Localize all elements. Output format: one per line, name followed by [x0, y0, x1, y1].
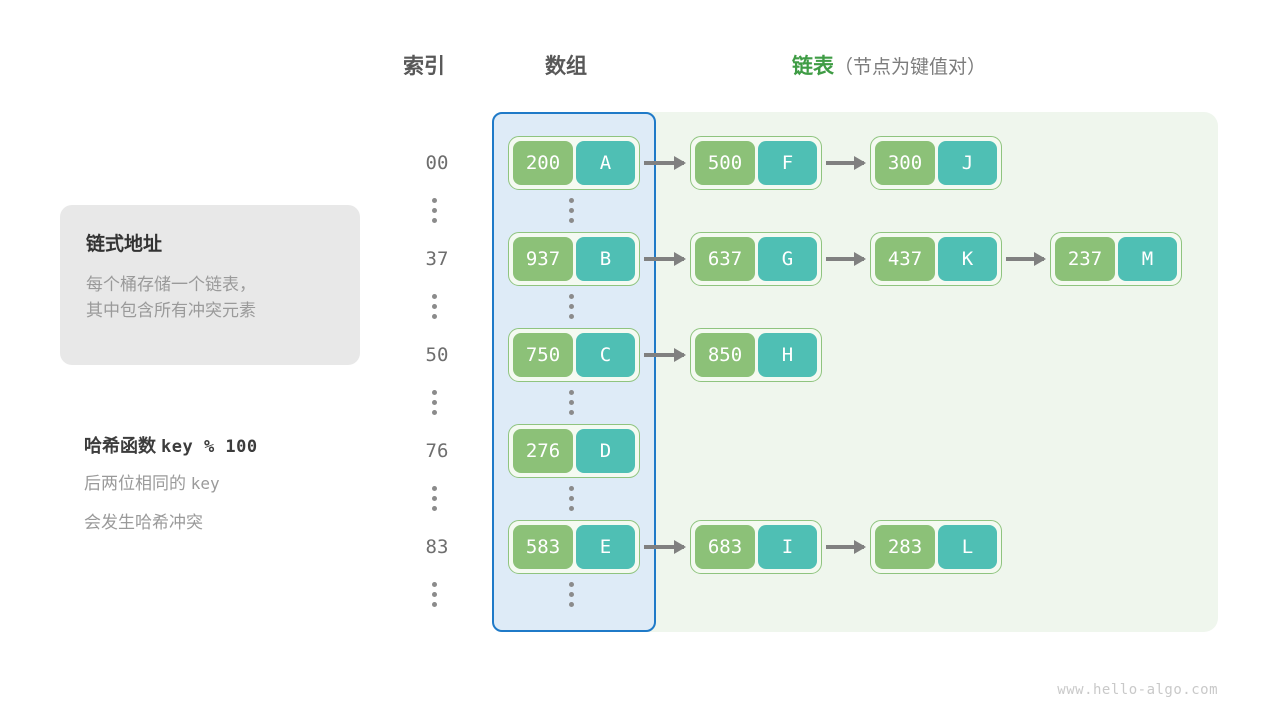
row-index-label: 00	[425, 152, 449, 174]
vertical-ellipsis	[432, 294, 442, 320]
node-value: M	[1118, 237, 1177, 281]
watermark: www.hello-algo.com	[1057, 682, 1218, 698]
hash-note-line-1-code: key	[190, 474, 220, 493]
node-value: C	[576, 333, 635, 377]
node-key: 200	[513, 141, 573, 185]
vertical-ellipsis	[569, 486, 579, 512]
node-value: J	[938, 141, 997, 185]
node-key: 850	[695, 333, 755, 377]
note-card-chaining: 链式地址 每个桶存储一个链表， 其中包含所有冲突元素	[60, 205, 360, 365]
vertical-ellipsis	[569, 294, 579, 320]
vertical-ellipsis	[432, 486, 442, 512]
chain-arrow	[826, 540, 866, 554]
node-key: 750	[513, 333, 573, 377]
row-index-label: 83	[425, 536, 449, 558]
note-card-line-2: 其中包含所有冲突元素	[86, 301, 256, 321]
vertical-ellipsis	[432, 390, 442, 416]
node-key: 300	[875, 141, 935, 185]
hash-note-line-1-text: 后两位相同的	[84, 474, 186, 493]
chain-arrow	[644, 348, 686, 362]
node-key: 683	[695, 525, 755, 569]
hash-function-note: 哈希函数 key % 100 后两位相同的 key 会发生哈希冲突	[84, 432, 414, 536]
vertical-ellipsis	[432, 198, 442, 224]
column-headers: 索引 数组 链表（节点为键值对）	[0, 50, 1280, 90]
node-value: K	[938, 237, 997, 281]
header-linkedlist-sub: （节点为键值对）	[834, 57, 987, 78]
hash-note-line-1: 后两位相同的 key	[84, 470, 414, 497]
node-key: 437	[875, 237, 935, 281]
node-value: E	[576, 525, 635, 569]
node-value: D	[576, 429, 635, 473]
hash-function-title: 哈希函数 key % 100	[84, 432, 414, 458]
vertical-ellipsis	[569, 390, 579, 416]
chain-arrow	[644, 252, 686, 266]
header-array: 数组	[545, 55, 587, 78]
node-value: G	[758, 237, 817, 281]
row-index-label: 50	[425, 344, 449, 366]
vertical-ellipsis	[569, 582, 579, 608]
node-key: 637	[695, 237, 755, 281]
row-index-label: 37	[425, 248, 449, 270]
node-value: A	[576, 141, 635, 185]
node-key: 937	[513, 237, 573, 281]
header-linkedlist: 链表（节点为键值对）	[792, 50, 986, 80]
node-value: F	[758, 141, 817, 185]
header-index: 索引	[403, 55, 445, 78]
row-index-label: 76	[425, 440, 449, 462]
node-key: 276	[513, 429, 573, 473]
node-value: L	[938, 525, 997, 569]
node-key: 583	[513, 525, 573, 569]
note-card-title: 链式地址	[86, 234, 163, 255]
node-key: 237	[1055, 237, 1115, 281]
node-key: 283	[875, 525, 935, 569]
node-value: B	[576, 237, 635, 281]
chain-arrow	[644, 540, 686, 554]
node-value: H	[758, 333, 817, 377]
note-card-line-1: 每个桶存储一个链表，	[86, 275, 256, 294]
hash-note-line-2: 会发生哈希冲突	[84, 513, 203, 533]
chain-arrow	[644, 156, 686, 170]
header-linkedlist-main: 链表	[792, 55, 834, 78]
vertical-ellipsis	[432, 582, 442, 608]
vertical-ellipsis	[569, 198, 579, 224]
chain-arrow	[826, 252, 866, 266]
chain-arrow	[826, 156, 866, 170]
hash-function-expression: key % 100	[161, 437, 258, 457]
chain-arrow	[1006, 252, 1046, 266]
node-key: 500	[695, 141, 755, 185]
hash-function-label: 哈希函数	[84, 436, 156, 456]
node-value: I	[758, 525, 817, 569]
